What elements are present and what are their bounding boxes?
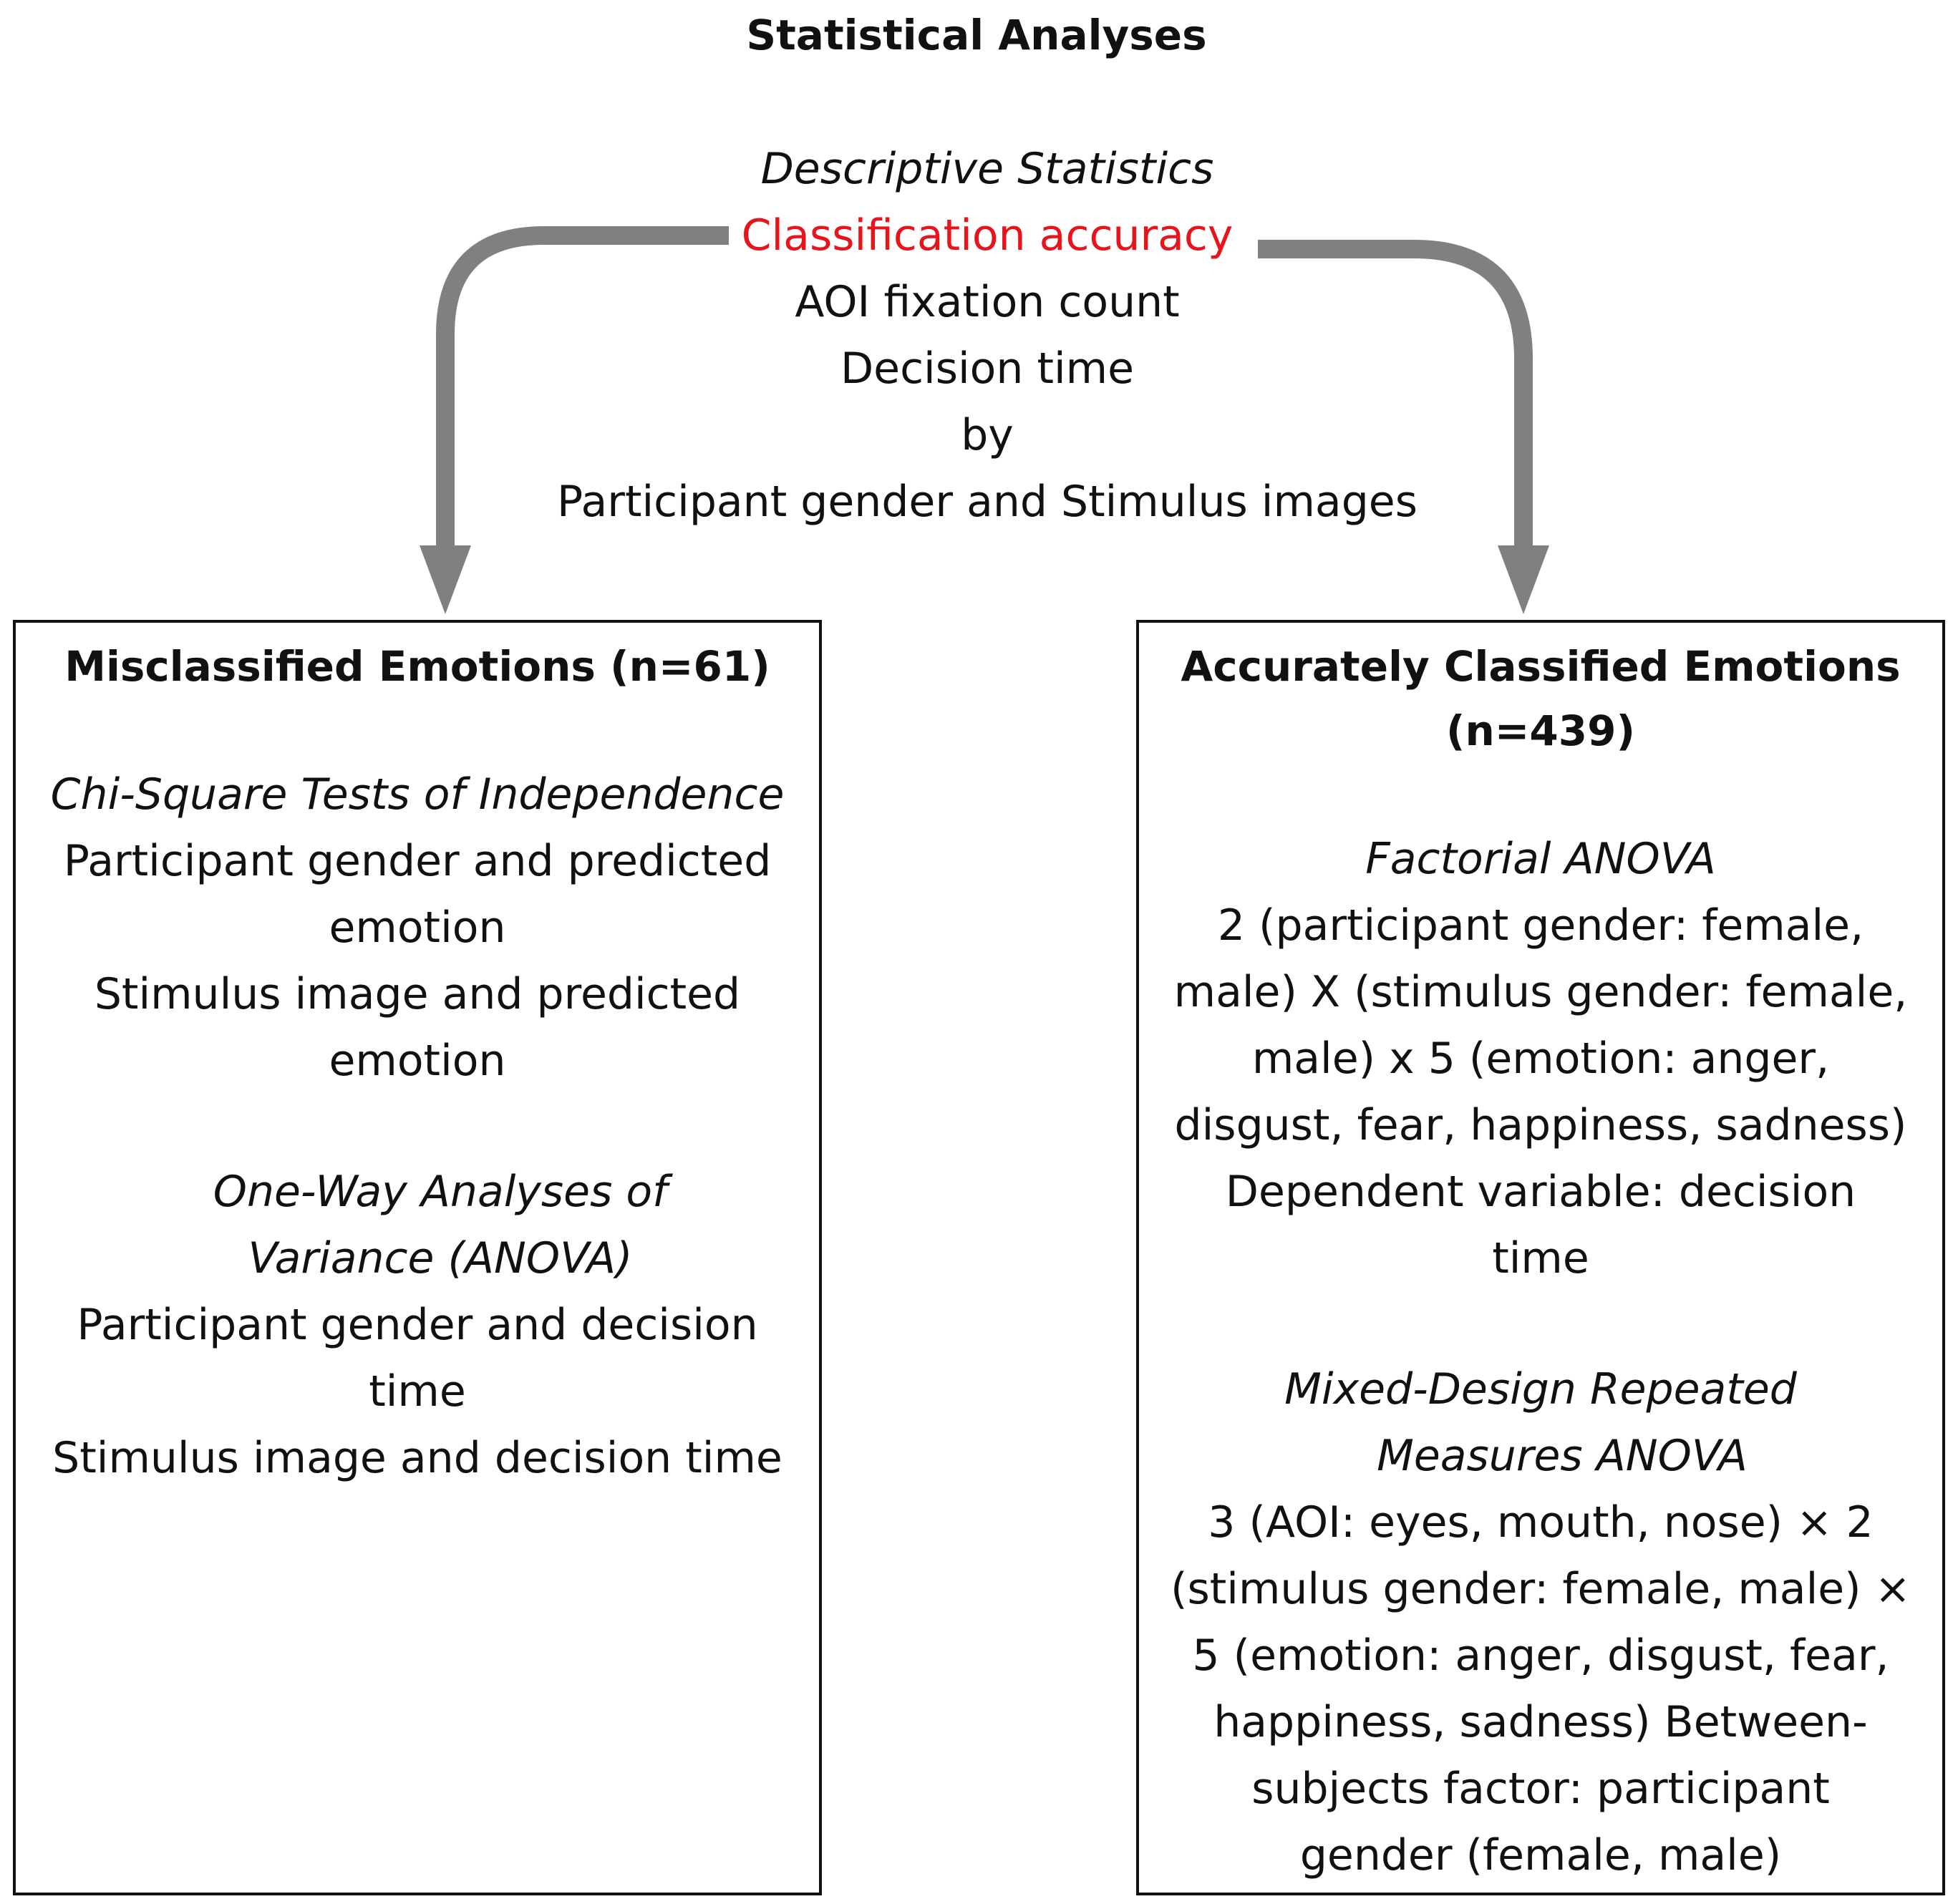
analysis-line: happiness, sadness) Between-: [1213, 1697, 1868, 1747]
accurately-classified-heading: Accurately Classified Emotions (n=439): [1139, 634, 1942, 763]
misclassified-analyses: Chi-Square Tests of Independence Partici…: [16, 762, 819, 1492]
section-gap: [30, 1094, 805, 1159]
chi-square-method: Chi-Square Tests of Independence: [50, 769, 785, 820]
misclassified-heading: Misclassified Emotions (n=61): [16, 634, 819, 699]
mixed-design-anova-method: Measures ANOVA: [1377, 1431, 1748, 1481]
left-arrow-head: [420, 545, 471, 614]
grouping-factors-item: Participant gender and Stimulus images: [557, 477, 1418, 527]
analysis-line: 5 (emotion: anger, disgust, fear,: [1192, 1631, 1889, 1681]
misclassified-title: Misclassified Emotions: [64, 642, 596, 691]
section-gap: [1153, 1292, 1928, 1356]
analysis-line: emotion: [329, 903, 506, 953]
analysis-line: (stimulus gender: female, male) ×: [1171, 1564, 1911, 1614]
mixed-design-anova-method: Mixed-Design Repeated: [1284, 1364, 1797, 1414]
analysis-line: disgust, fear, happiness, sadness): [1174, 1100, 1907, 1150]
analysis-line: time: [1492, 1233, 1589, 1283]
aoi-fixation-count-item: AOI fixation count: [795, 277, 1180, 327]
analysis-line: Participant gender and decision: [77, 1300, 758, 1350]
diagram-title: Statistical Analyses: [746, 11, 1207, 59]
accurately-classified-emotions-box: Accurately Classified Emotions (n=439) F…: [1136, 620, 1945, 1895]
right-arrow-head: [1498, 545, 1549, 614]
analysis-line: 3 (AOI: eyes, mouth, nose) × 2: [1208, 1497, 1874, 1548]
decision-time-item: Decision time: [840, 344, 1135, 394]
descriptive-statistics-block: Descriptive Statistics Classification ac…: [475, 136, 1499, 535]
analysis-line: 2 (participant gender: female,: [1217, 900, 1864, 951]
classification-accuracy-item: Classification accuracy: [741, 210, 1234, 261]
analysis-line: Dependent variable: decision: [1225, 1167, 1856, 1217]
accurately-classified-sample-size: (n=439): [1446, 706, 1635, 755]
one-way-anova-method: One-Way Analyses of: [213, 1167, 668, 1217]
accurately-classified-title: Accurately Classified Emotions: [1181, 642, 1901, 691]
analysis-line: subjects factor: participant: [1251, 1764, 1830, 1814]
analysis-line: male) x 5 (emotion: anger,: [1251, 1034, 1830, 1084]
descriptive-statistics-heading: Descriptive Statistics: [760, 144, 1214, 194]
analysis-line: gender (female, male): [1299, 1830, 1782, 1880]
analysis-line: time: [369, 1366, 466, 1417]
analysis-line: Stimulus image and decision time: [52, 1433, 782, 1483]
one-way-anova-method: Variance (ANOVA): [248, 1233, 633, 1283]
analysis-line: emotion: [329, 1036, 506, 1086]
accurately-classified-analyses: Factorial ANOVA 2 (participant gender: f…: [1139, 826, 1942, 1889]
analysis-line: male) X (stimulus gender: female,: [1173, 967, 1908, 1017]
analysis-line: Stimulus image and predicted: [94, 969, 741, 1019]
factorial-anova-method: Factorial ANOVA: [1365, 834, 1716, 884]
analysis-line: Participant gender and predicted: [63, 836, 772, 886]
misclassified-emotions-box: Misclassified Emotions (n=61) Chi-Square…: [13, 620, 822, 1895]
misclassified-sample-size: (n=61): [610, 642, 770, 691]
by-connector: by: [961, 410, 1014, 460]
